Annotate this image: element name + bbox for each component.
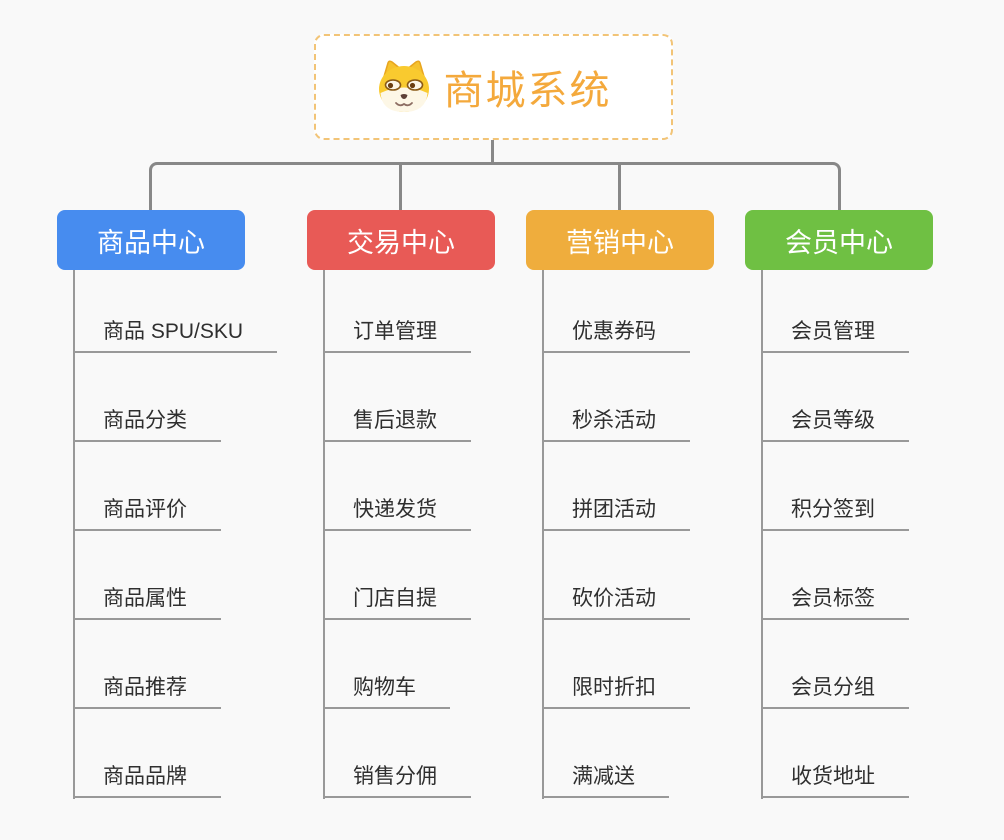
- leaf-node[interactable]: 订单管理: [323, 318, 471, 353]
- branch-marketing-center[interactable]: 营销中心: [526, 210, 714, 270]
- root-title: 商城系统: [443, 69, 612, 113]
- leaf-node[interactable]: 门店自提: [323, 585, 471, 620]
- leaf-node[interactable]: 快递发货: [323, 496, 471, 531]
- leaf-node[interactable]: 满减送: [542, 763, 669, 798]
- branch-trade-center[interactable]: 交易中心: [307, 210, 495, 270]
- connector-root-stem: [491, 140, 494, 164]
- leaf-node[interactable]: 收货地址: [761, 763, 909, 798]
- branch-member-center[interactable]: 会员中心: [745, 210, 933, 270]
- connector-rail: [149, 162, 841, 210]
- leaf-node[interactable]: 会员标签: [761, 585, 909, 620]
- leaf-node[interactable]: 会员管理: [761, 318, 909, 353]
- leaf-node[interactable]: 会员分组: [761, 674, 909, 709]
- leaf-node[interactable]: 积分签到: [761, 496, 909, 531]
- leaf-node[interactable]: 商品属性: [73, 585, 221, 620]
- leaf-node[interactable]: 销售分佣: [323, 763, 471, 798]
- leaf-node[interactable]: 售后退款: [323, 407, 471, 442]
- connector-stem-trade: [399, 165, 402, 210]
- leaf-node[interactable]: 优惠券码: [542, 318, 690, 353]
- leaf-node[interactable]: 限时折扣: [542, 674, 690, 709]
- leaf-node[interactable]: 购物车: [323, 674, 450, 709]
- connector-stem-marketing: [618, 165, 621, 210]
- leaf-node[interactable]: 商品分类: [73, 407, 221, 442]
- leaf-node[interactable]: 商品品牌: [73, 763, 221, 798]
- root-node[interactable]: 商城系统: [314, 34, 673, 140]
- leaf-node[interactable]: 拼团活动: [542, 496, 690, 531]
- leaf-node[interactable]: 砍价活动: [542, 585, 690, 620]
- leaf-node[interactable]: 商品 SPU/SKU: [73, 318, 278, 353]
- leaf-node[interactable]: 会员等级: [761, 407, 909, 442]
- branch-product-center[interactable]: 商品中心: [57, 210, 245, 270]
- leaf-node[interactable]: 商品推荐: [73, 674, 221, 709]
- leaf-node[interactable]: 秒杀活动: [542, 407, 690, 442]
- dog-face-icon: [376, 60, 432, 114]
- leaf-node[interactable]: 商品评价: [73, 496, 221, 531]
